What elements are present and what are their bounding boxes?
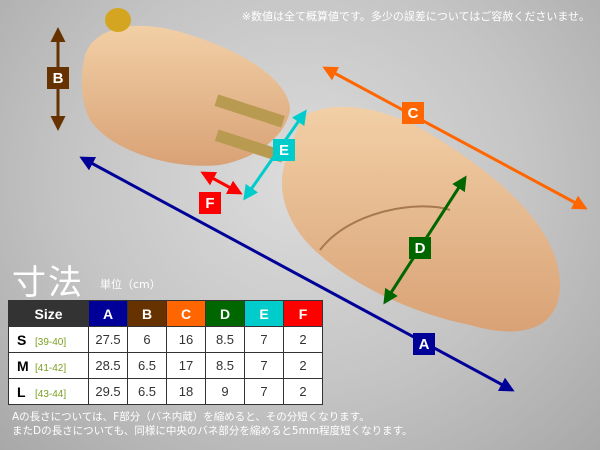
value-cell: 2 [283,378,323,405]
header-size: Size [8,300,89,327]
value-cell: 7 [244,378,284,405]
header-a: A [88,300,128,327]
size-cell: M [41-42] [8,352,89,379]
size-range: [41-42] [35,362,67,374]
value-cell: 8.5 [205,326,245,353]
value-cell: 29.5 [88,378,128,405]
label-f: F [199,192,221,214]
header-e: E [244,300,284,327]
table-header-row: Size A B C D E F [8,300,323,327]
header-b: B [127,300,167,327]
label-b: B [47,67,69,89]
label-c: C [402,102,424,124]
size-cell: S [39-40] [8,326,89,353]
value-cell: 7 [244,352,284,379]
header-f: F [283,300,323,327]
value-cell: 6.5 [127,352,167,379]
value-cell: 6 [127,326,167,353]
value-cell: 18 [166,378,206,405]
value-cell: 28.5 [88,352,128,379]
label-a: A [413,333,435,355]
label-e: E [273,139,295,161]
knob [105,8,131,32]
section-title: 寸法 [12,263,84,303]
size-name: M [17,357,29,374]
value-cell: 17 [166,352,206,379]
note-line: Aの長さについては、F部分（バネ内蔵）を縮めると、その分短くなります。 [12,411,370,423]
size-name: S [17,331,27,348]
value-cell: 9 [205,378,245,405]
value-cell: 2 [283,326,323,353]
value-cell: 6.5 [127,378,167,405]
size-name: L [17,383,26,400]
unit-label: 単位（cm） [100,278,161,291]
size-cell: L [43-44] [8,378,89,405]
note-line: またDの長さについても、同様に中央のバネ部分を縮めると5mm程度短くなります。 [12,425,413,437]
shoe-tree-toe [281,106,560,332]
value-cell: 16 [166,326,206,353]
size-range: [39-40] [35,336,67,348]
table-row: S [39-40] 27.5 6 16 8.5 7 2 [8,326,323,353]
value-cell: 7 [244,326,284,353]
table-row: L [43-44] 29.5 6.5 18 9 7 2 [8,378,323,405]
label-d: D [409,237,431,259]
table-row: M [41-42] 28.5 6.5 17 8.5 7 2 [8,352,323,379]
header-c: C [166,300,206,327]
value-cell: 27.5 [88,326,128,353]
size-table: Size A B C D E F S [39-40] 27.5 6 16 8.5 … [8,300,323,405]
header-d: D [205,300,245,327]
size-range: [43-44] [35,388,67,400]
disclaimer-note: ※数値は全て概算値です。多少の誤差についてはご容赦くださいませ。 [241,10,590,23]
notes: Aの長さについては、F部分（バネ内蔵）を縮めると、その分短くなります。 またDの… [12,410,413,438]
value-cell: 8.5 [205,352,245,379]
value-cell: 2 [283,352,323,379]
shoe-tree-heel [81,25,290,166]
